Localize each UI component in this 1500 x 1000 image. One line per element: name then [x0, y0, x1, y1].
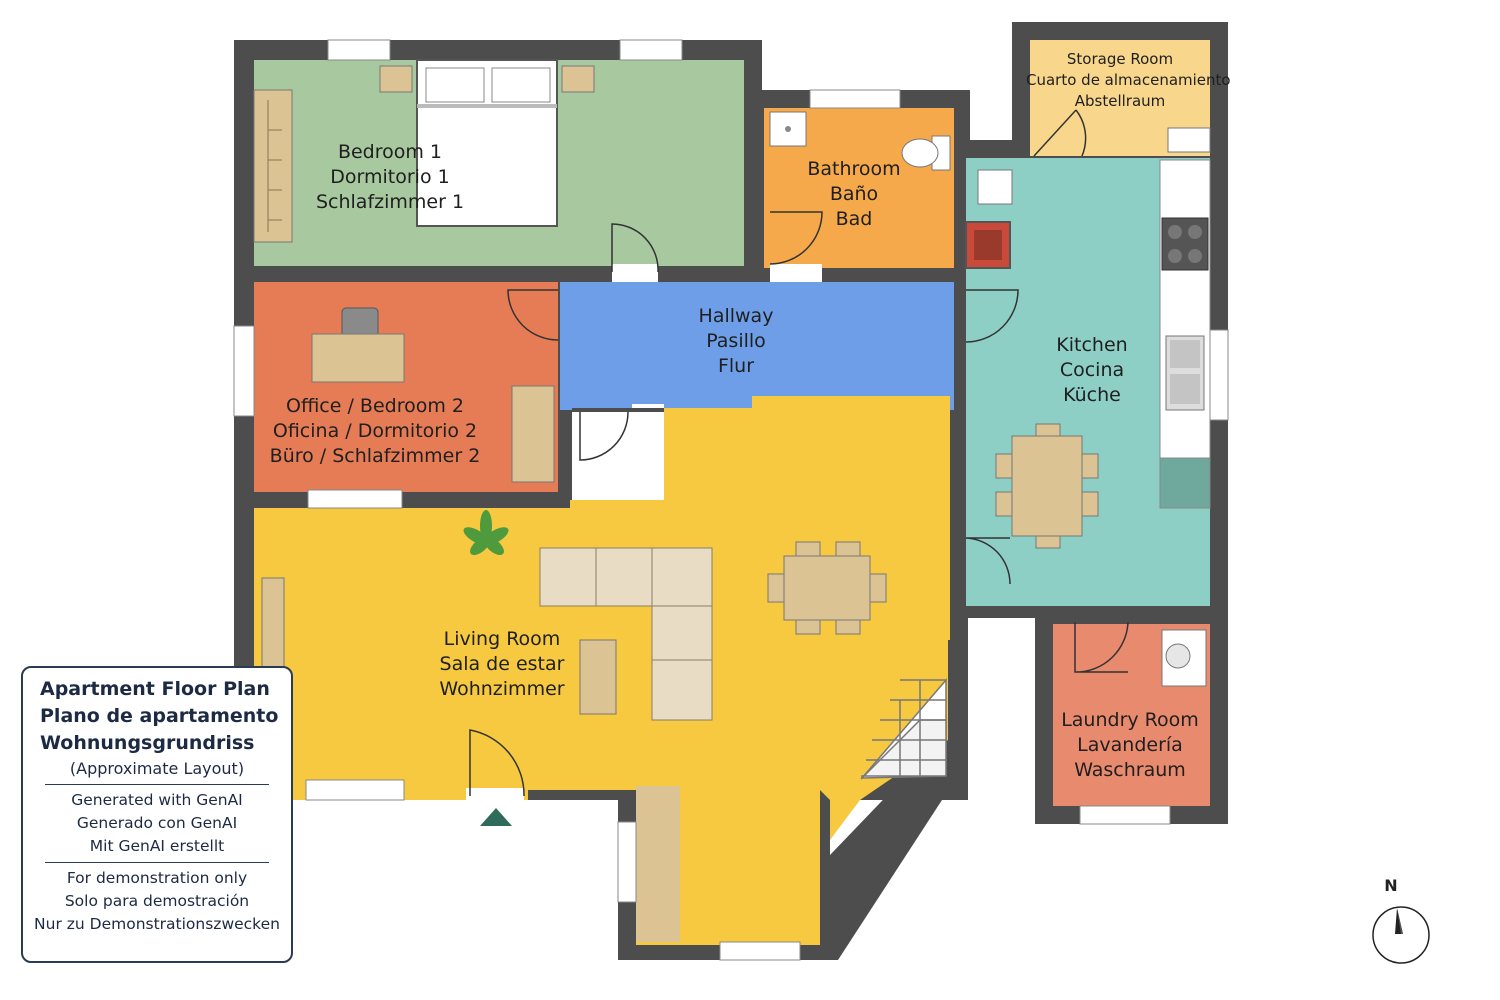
wardrobe [253, 89, 293, 243]
legend-divider [45, 784, 269, 785]
bed [379, 59, 595, 227]
legend-title-es: Plano de apartamento [40, 705, 279, 727]
office-floor [254, 282, 558, 492]
windows [233, 39, 1229, 961]
living-sofa [539, 547, 713, 721]
office-desk [311, 307, 405, 383]
legend-divider [45, 862, 269, 863]
legend-demo-es: Solo para demostración [64, 892, 250, 910]
compass-needle-icon [1372, 906, 1430, 964]
legend-generated-en: Generated with GenAI [71, 791, 243, 809]
legend-note: (Approximate Layout) [69, 759, 245, 778]
staircase [860, 677, 947, 780]
legend-title-en: Apartment Floor Plan [40, 678, 270, 700]
legend-box: Apartment Floor Plan Plano de apartament… [21, 666, 293, 963]
closet [572, 404, 664, 500]
toilet-icon [901, 135, 951, 171]
kitchen-counter [1159, 159, 1211, 509]
legend-demo-de: Nur zu Demonstrationszwecken [34, 915, 280, 933]
hallway-floor [560, 282, 954, 410]
bathroom-sink-icon [769, 111, 807, 147]
compass: N [1368, 876, 1434, 968]
entrance-arrow-icon [480, 808, 512, 826]
plant-icon [463, 510, 509, 555]
water-heater [977, 169, 1013, 205]
doors [466, 109, 1129, 804]
legend-generated-de: Mit GenAI erstellt [89, 837, 225, 855]
coffee-table [579, 639, 617, 715]
dining-table [767, 541, 887, 635]
legend-title-de: Wohnungsgrundriss [40, 732, 255, 754]
kitchen-table [995, 423, 1099, 549]
living-floor-south [636, 786, 820, 942]
compass-north-label: N [1384, 876, 1398, 895]
legend-generated-es: Generado con GenAI [76, 814, 238, 832]
south-wing-cabinet [636, 786, 680, 942]
washing-machine-icon [1161, 629, 1207, 687]
legend-demo-en: For demonstration only [66, 869, 248, 887]
storage-shelf [1167, 127, 1211, 153]
office-sofa [511, 385, 555, 483]
